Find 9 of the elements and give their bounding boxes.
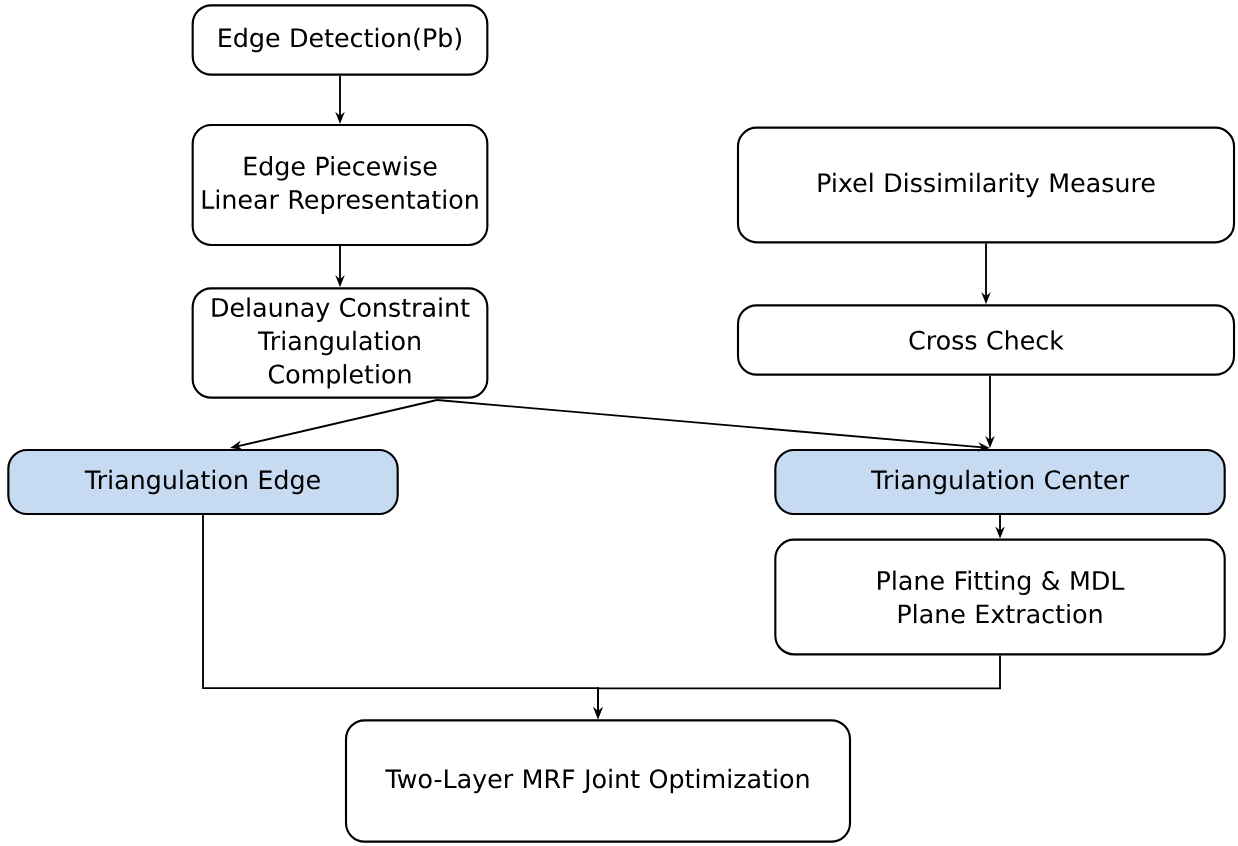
process-box: Edge Piecewise Linear Representation bbox=[191, 123, 489, 247]
process-box: Pixel Dissimilarity Measure bbox=[736, 126, 1236, 244]
process-box: Edge Detection(Pb) bbox=[191, 4, 489, 76]
process-box: Two-Layer MRF Joint Optimization bbox=[344, 719, 852, 843]
highlighted-box: Triangulation Edge bbox=[7, 448, 399, 516]
highlighted-box: Triangulation Center bbox=[774, 448, 1226, 516]
process-box: Delaunay Constraint Triangulation Completion bbox=[191, 287, 489, 399]
process-box: Cross Check bbox=[736, 304, 1236, 376]
process-box: Plane Fitting & MDL Plane Extraction bbox=[774, 538, 1226, 656]
